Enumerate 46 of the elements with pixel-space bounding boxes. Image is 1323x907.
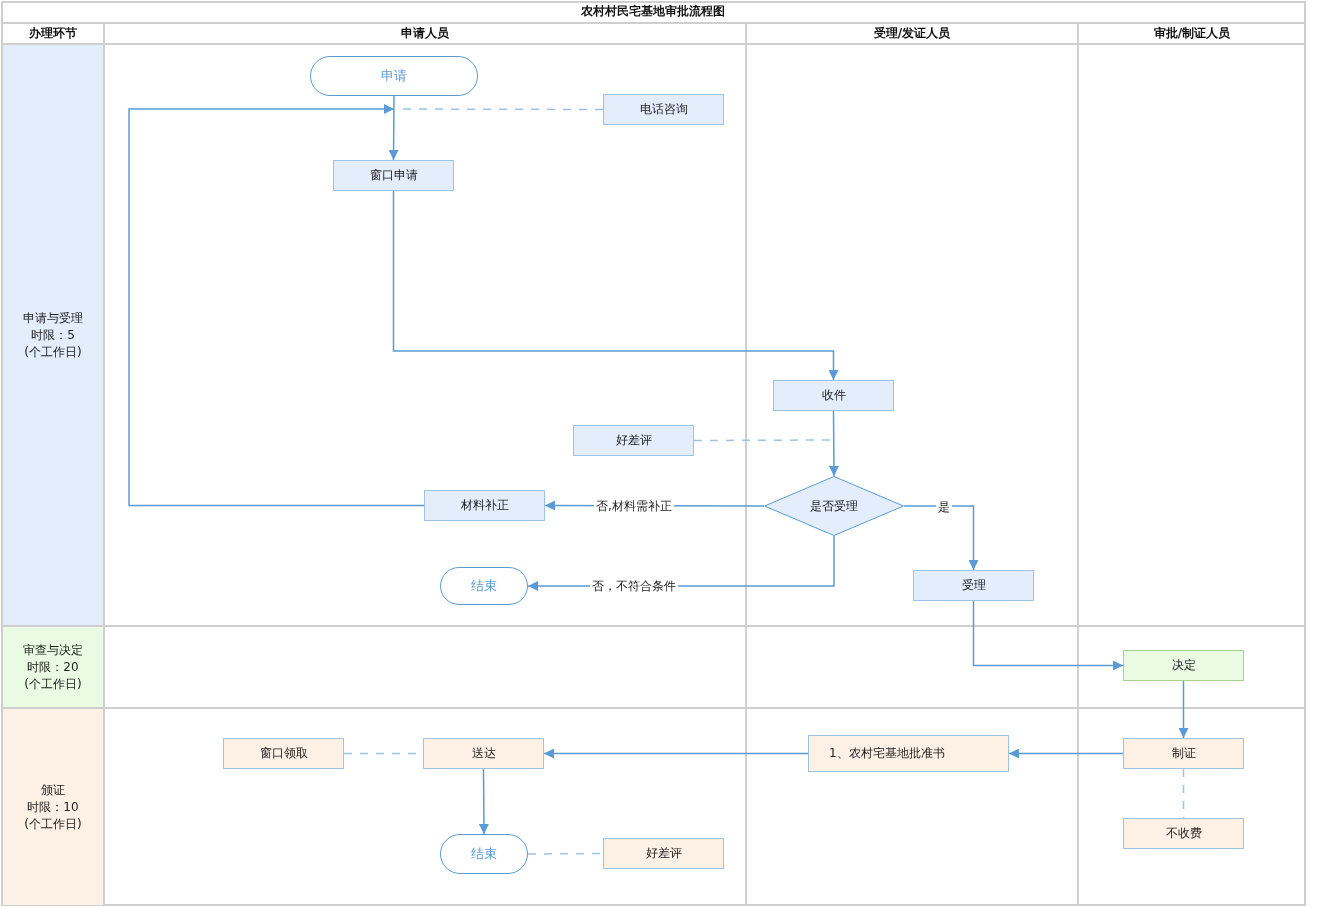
arrow (1008, 748, 1124, 759)
arrow (128, 104, 425, 507)
phase-label: (个工作日) (24, 815, 82, 833)
process-box: 1、农村宅基地批准书 (808, 735, 1009, 772)
arrow (1178, 680, 1189, 739)
dashed-connector (693, 439, 833, 442)
column-header: 办理环节 (28, 25, 78, 42)
arrow (388, 95, 399, 161)
arrow (392, 190, 839, 381)
arrow (543, 748, 809, 759)
phase-label: (个工作日) (24, 675, 82, 693)
column-header: 申请人员 (400, 25, 450, 42)
phase-label: 审查与决定 (23, 641, 83, 659)
column-header: 审批/制证人员 (1152, 25, 1232, 42)
edge-label: 否，不符合条件 (590, 577, 678, 595)
column-header: 受理/发证人员 (872, 25, 952, 42)
process-box: 好差评 (603, 838, 724, 869)
diagram-title: 农村村民宅基地审批流程图 (579, 3, 726, 20)
process-box: 决定 (1123, 650, 1244, 681)
phase-label: 颁证 (41, 781, 65, 799)
terminal-box: 结束 (440, 567, 528, 605)
phase-label: 时限：20 (27, 658, 79, 676)
process-box: 电话咨询 (603, 94, 724, 125)
phase-label: 时限：10 (27, 798, 79, 816)
process-box: 材料补正 (424, 490, 545, 521)
process-box: 送达 (423, 738, 544, 769)
process-box: 受理 (913, 570, 1034, 601)
process-box: 制证 (1123, 738, 1244, 769)
dashed-connector (1182, 768, 1185, 819)
edge-label: 是 (936, 498, 952, 516)
phase-label: (个工作日) (24, 343, 82, 361)
arrow (828, 410, 839, 477)
terminal-box: 结束 (440, 834, 528, 874)
process-box: 收件 (773, 380, 894, 411)
process-box: 不收费 (1123, 818, 1244, 849)
phase-label: 申请与受理 (23, 309, 83, 327)
arrow (903, 505, 979, 571)
edge-label: 否,材料需补正 (594, 497, 674, 515)
process-box: 窗口领取 (223, 738, 344, 769)
phase-label: 时限：5 (31, 326, 75, 344)
arrow (972, 600, 1124, 671)
process-box: 窗口申请 (333, 160, 454, 191)
terminal-box: 申请 (310, 56, 478, 96)
process-box: 好差评 (573, 425, 694, 456)
decision-diamond: 是否受理 (764, 476, 904, 536)
arrow (478, 768, 489, 835)
